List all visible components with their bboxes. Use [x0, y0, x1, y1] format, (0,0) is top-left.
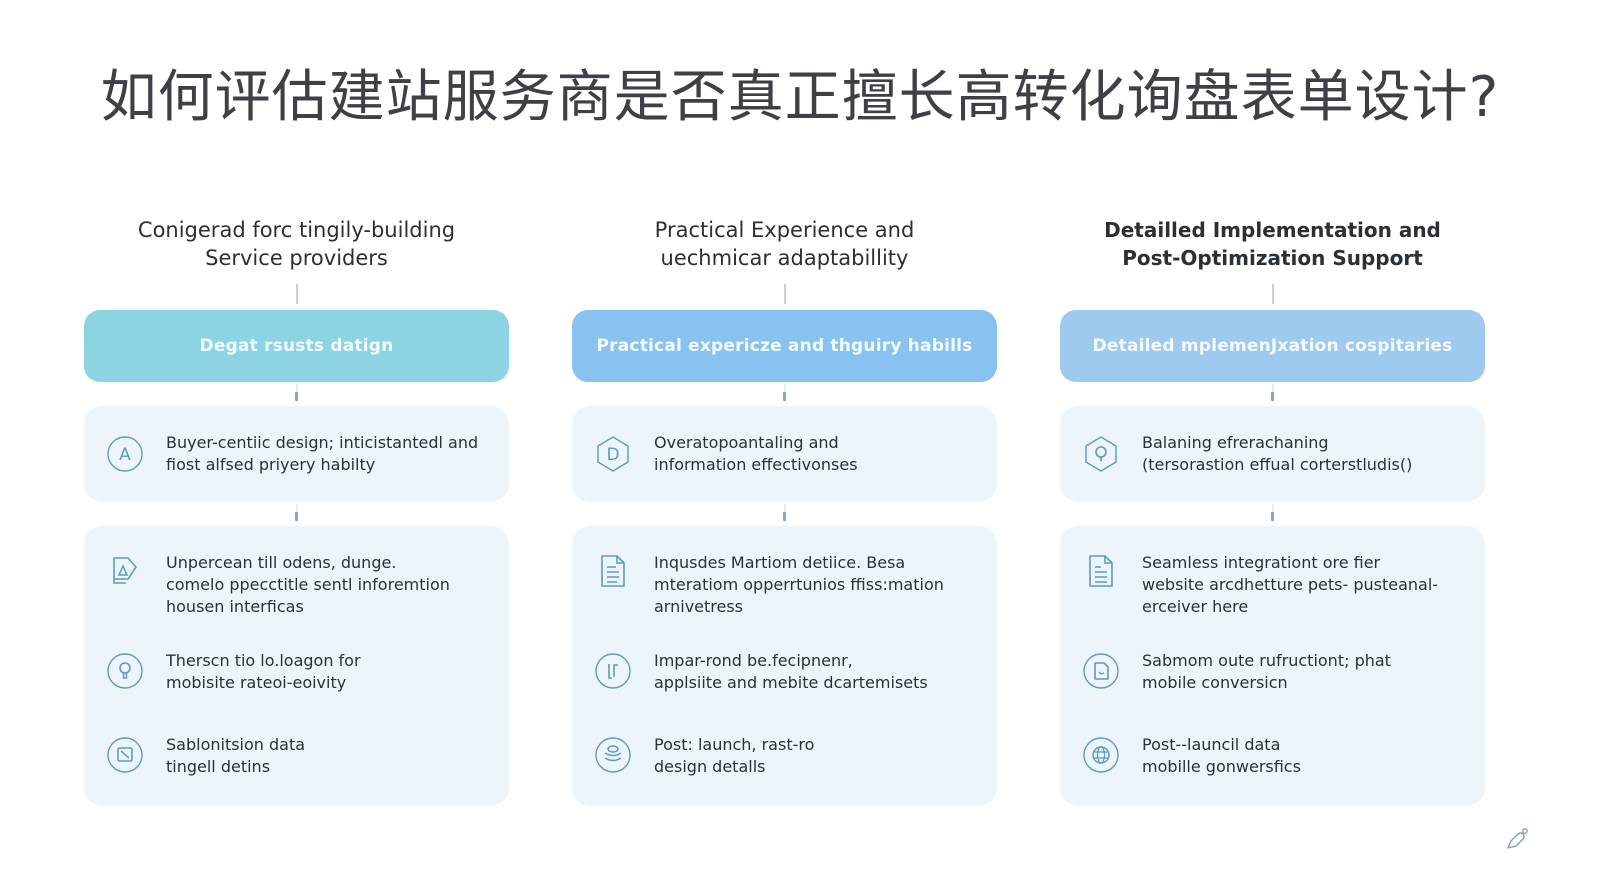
item-text: arnivetress [654, 597, 744, 616]
heading-line: Conigerad forc tingily-building [137, 218, 456, 242]
item-text: applsiite and mebite dcartemisets [654, 673, 928, 692]
column-1: Conigerad forc tingily-building Service … [84, 210, 509, 806]
list-item: Seamless integrationt ore fier website a… [1082, 552, 1469, 618]
item-text: comelo ppecctitle sentl inforemtion [166, 575, 450, 594]
heading-line: Detailled Implementation and [1104, 218, 1441, 242]
heading-line: Service providers [205, 246, 388, 270]
details-card: Unpercean till odens, dunge. comelo ppec… [84, 526, 509, 806]
item-text: Seamless integrationt ore fier [1142, 553, 1381, 572]
item-text: mobille gonwersfics [1142, 757, 1301, 776]
document-icon [1082, 552, 1120, 590]
list-item: A Buyer-centiic design; inticistantedl a… [106, 432, 478, 476]
summary-card: Balaning efrerachaning (tersorastion eff… [1060, 406, 1485, 502]
item-text: (tersorastion effual corterstludis() [1142, 455, 1413, 474]
column-heading: Conigerad forc tingily-building Service … [84, 210, 509, 278]
connector-arrow [84, 382, 509, 406]
item-text: Overatopoantaling and [654, 433, 839, 452]
column-2: Practical Experience and uechmicar adapt… [572, 210, 997, 806]
connector-arrow [1060, 382, 1485, 406]
item-text: Post: launch, rast-ro [654, 735, 815, 754]
heading-line: uechmicar adaptabillity [660, 246, 909, 270]
category-pill: Practical expericze and thguiry habills [572, 310, 997, 382]
column-3: Detailled Implementation and Post-Optimi… [1060, 210, 1485, 806]
item-text: Unpercean till odens, dunge. [166, 553, 397, 572]
square-chart-circle-icon [106, 736, 144, 774]
item-text: housen interficas [166, 597, 304, 616]
item-text: fiost alfsed priyery habilty [166, 455, 376, 474]
item-text: mobisite rateoi-eoivity [166, 673, 347, 692]
item-text: design detalls [654, 757, 766, 776]
letter-d-hexagon-icon: D [594, 435, 632, 473]
item-text: mobile conversicn [1142, 673, 1288, 692]
heading-line: Practical Experience and [654, 218, 915, 242]
connector-line [783, 284, 786, 304]
item-text: Buyer-centiic design; inticistantedl and [166, 433, 479, 452]
column-heading: Detailled Implementation and Post-Optimi… [1060, 210, 1485, 278]
item-text: tingell detins [166, 757, 271, 776]
item-text: Impar-rond be.fecipnenr, [654, 651, 853, 670]
item-text: Sabmom oute rufructiont; phat [1142, 651, 1391, 670]
connector-arrow [572, 382, 997, 406]
item-text: Post--launcil data [1142, 735, 1281, 754]
connector-arrow [572, 502, 997, 526]
heading-line: Post-Optimization Support [1122, 246, 1423, 270]
column-heading: Practical Experience and uechmicar adapt… [572, 210, 997, 278]
list-item: Inqusdes Martiom detiice. Besa mteratiom… [594, 552, 981, 618]
list-item: Post--launcil data mobille gonwersfics [1082, 734, 1469, 778]
list-item: Sablonitsion data tingell detins [106, 734, 493, 778]
globe-circle-icon [1082, 736, 1120, 774]
page-title: 如何评估建站服务商是否真正擅长高转化询盘表单设计? [100, 65, 1500, 130]
lightbulb-circle-icon [106, 652, 144, 690]
item-text: erceiver here [1142, 597, 1249, 616]
list-item: Therscn tio lo.loagon for mobisite rateo… [106, 650, 493, 694]
connector-arrow [84, 502, 509, 526]
item-text: mteratiom opperrtunios ffiss:mation [654, 575, 944, 594]
category-pill: Detailed mplemenJxation cospitaries [1060, 310, 1485, 382]
database-circle-icon [594, 736, 632, 774]
connector-arrow [1060, 502, 1485, 526]
category-pill: Degat rsusts datign [84, 310, 509, 382]
letter-a-circle-icon: A [106, 435, 144, 473]
document-icon [594, 552, 632, 590]
item-text: Balaning efrerachaning [1142, 433, 1329, 452]
document-edit-icon [106, 552, 144, 590]
location-pin-hexagon-icon [1082, 435, 1120, 473]
details-card: Seamless integrationt ore fier website a… [1060, 526, 1485, 806]
list-item: Impar-rond be.fecipnenr, applsiite and m… [594, 650, 981, 694]
summary-card: A Buyer-centiic design; inticistantedl a… [84, 406, 509, 502]
bracket-circle-icon [594, 652, 632, 690]
svg-text:A: A [119, 445, 131, 465]
item-text: website arcdhetture pets- pusteanal- [1142, 575, 1439, 594]
svg-text:D: D [606, 445, 619, 465]
list-item: Balaning efrerachaning (tersorastion eff… [1082, 432, 1412, 476]
connector-line [1271, 284, 1274, 304]
details-card: Inqusdes Martiom detiice. Besa mteratiom… [572, 526, 997, 806]
list-item: Sabmom oute rufructiont; phat mobile con… [1082, 650, 1469, 694]
connector-line [295, 284, 298, 304]
item-text: Inqusdes Martiom detiice. Besa [654, 553, 906, 572]
list-item: D Overatopoantaling and information effe… [594, 432, 858, 476]
list-item: Unpercean till odens, dunge. comelo ppec… [106, 552, 493, 618]
item-text: information effectivonses [654, 455, 858, 474]
sparkle-pen-icon [1504, 826, 1530, 852]
list-item: Post: launch, rast-ro design detalls [594, 734, 981, 778]
file-circle-icon [1082, 652, 1120, 690]
item-text: Therscn tio lo.loagon for [166, 651, 361, 670]
summary-card: D Overatopoantaling and information effe… [572, 406, 997, 502]
item-text: Sablonitsion data [166, 735, 306, 754]
